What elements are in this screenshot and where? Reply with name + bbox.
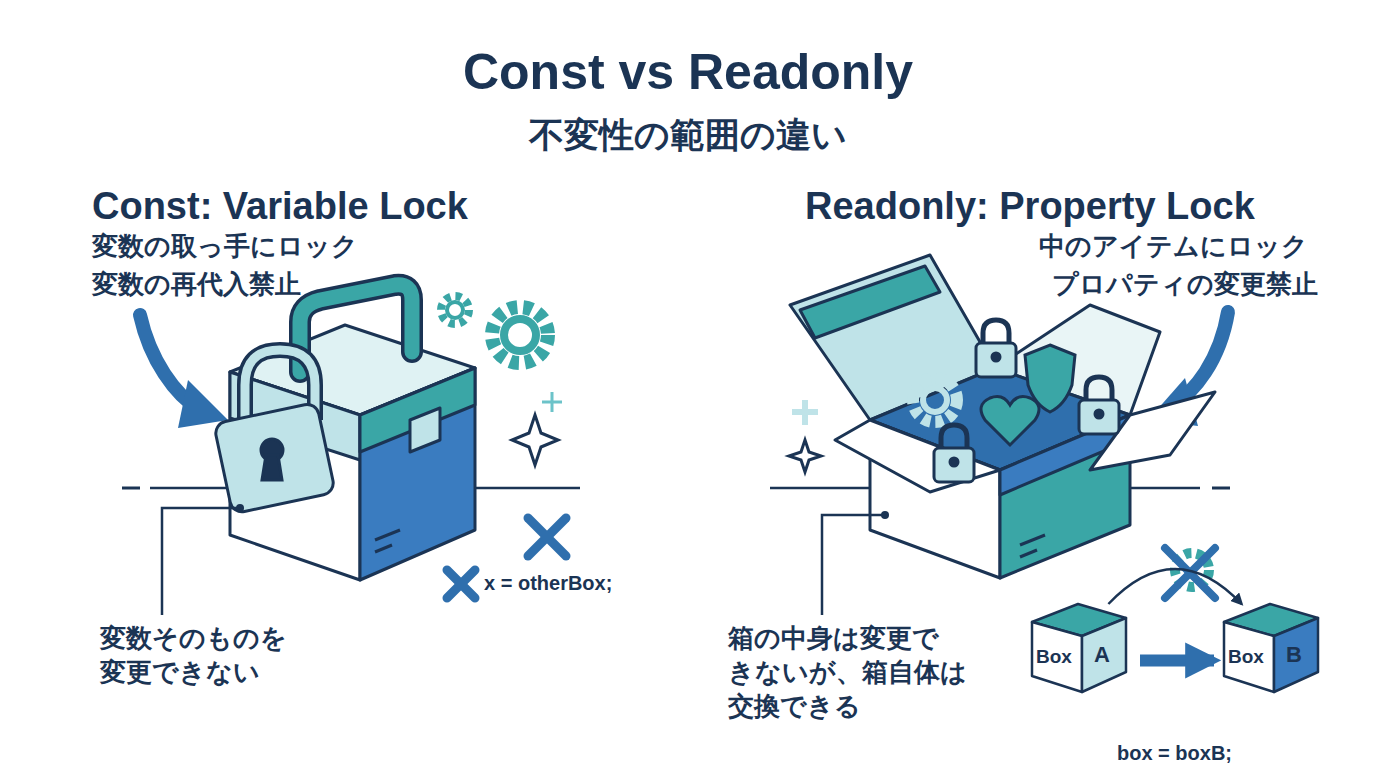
box-label: A (1094, 642, 1110, 668)
padlock (214, 350, 336, 514)
connector-arrow (1108, 569, 1241, 604)
section-heading: Const: Variable Lock (92, 182, 652, 231)
box-side (1274, 618, 1318, 692)
box-front (1224, 622, 1274, 692)
subtitle: 不変性の範囲の違い (0, 112, 1376, 158)
dash-line (1212, 487, 1230, 490)
section-note: 中のアイテムにロック (888, 230, 1308, 264)
gear (913, 378, 957, 422)
section-note: プロパティの変更禁止 (898, 268, 1318, 302)
sparkle (789, 440, 821, 472)
gear (441, 296, 548, 363)
sparkle (792, 400, 818, 425)
small-padlock (934, 320, 1119, 482)
callout-text: 箱の中身は変更で きないが、箱自体は 交換できる (728, 622, 978, 723)
open-box (790, 255, 1215, 578)
section-note: 変数の取っ手にロック (92, 230, 512, 264)
callout-text: 変数そのものを 変更できない (100, 622, 310, 690)
box-label: Box (1036, 646, 1072, 668)
code-snippet: x = otherBox; (484, 570, 684, 596)
box-node: Box B (1222, 598, 1320, 694)
leader-line (162, 508, 240, 615)
connector-arrow (1140, 654, 1214, 666)
pointer-arrow-head (178, 380, 228, 428)
box-label: Box (1228, 646, 1264, 668)
dash-line (122, 487, 140, 490)
code-snippet: box = boxB; (1117, 740, 1317, 766)
crossed-gear (1165, 548, 1215, 598)
section-heading: Readonly: Property Lock (805, 182, 1325, 231)
title: Const vs Readonly (0, 44, 1376, 102)
box-front (1032, 622, 1082, 692)
heart (981, 397, 1039, 445)
leader-line (822, 515, 885, 615)
section-note: 変数の再代入禁止 (92, 268, 512, 302)
box-node: Box A (1030, 598, 1128, 694)
box-label: B (1286, 642, 1302, 668)
box-side (1082, 618, 1126, 692)
sparkle (542, 392, 562, 412)
sparkle (512, 415, 558, 465)
